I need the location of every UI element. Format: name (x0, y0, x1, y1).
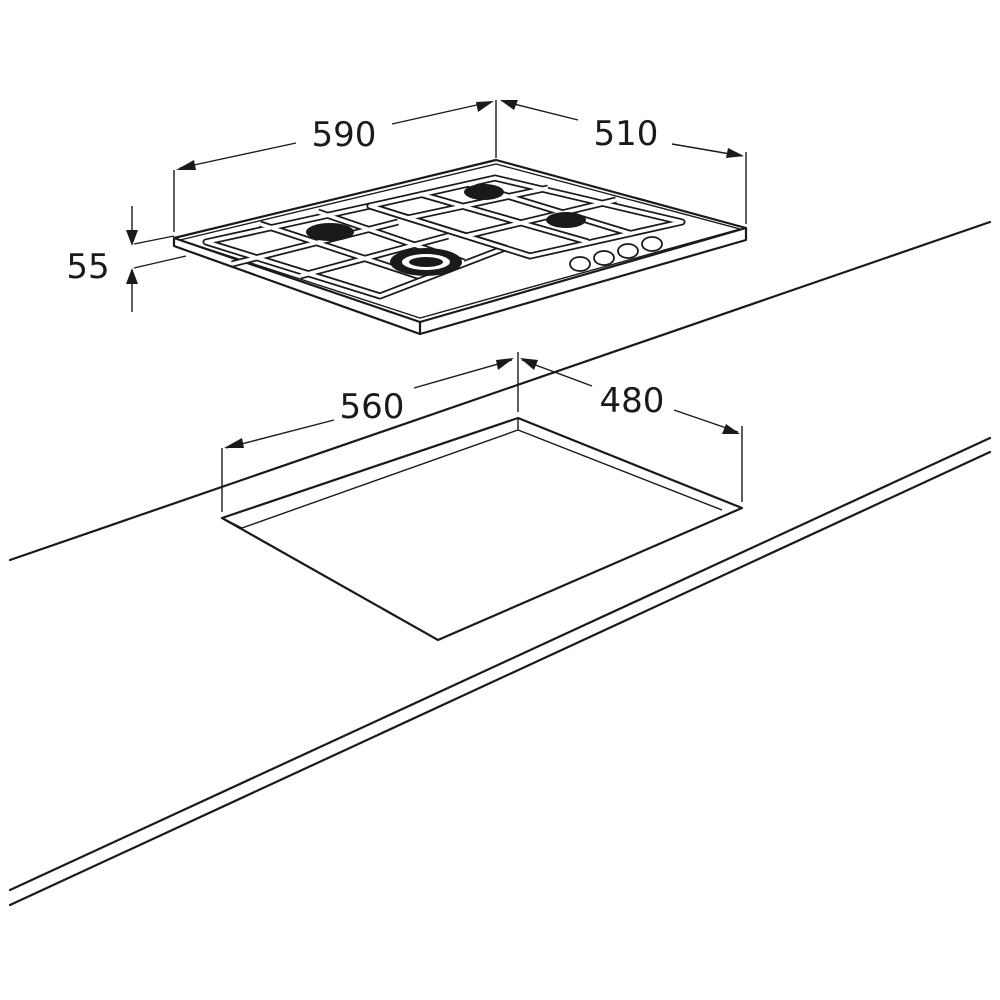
control-knob-4 (641, 236, 663, 252)
gas-hob (172, 158, 748, 336)
hob-width-label: 590 (312, 115, 377, 155)
burner-wok (390, 248, 462, 276)
dimension-hob-depth: 510 (500, 100, 747, 224)
cutout-inner-wall (221, 429, 723, 529)
worktop-front-edge (8, 436, 992, 892)
dimension-hob-width: 590 (173, 100, 497, 232)
hob-bevel (177, 163, 743, 319)
hob-front-side (172, 236, 422, 336)
worktop (8, 220, 992, 907)
burner-rear-left (306, 223, 354, 241)
hob-right-side (418, 226, 748, 336)
dimension-cutout-width: 560 (221, 352, 519, 512)
dimension-cutout-depth: 480 (520, 358, 743, 502)
worktop-front-lower-edge (8, 450, 992, 907)
control-knob-2 (593, 250, 615, 266)
cutout-width-label: 560 (340, 387, 405, 427)
pan-support-right (366, 174, 686, 260)
control-knob-3 (617, 243, 639, 259)
cutout-depth-label: 480 (600, 381, 665, 421)
hob-depth-label: 510 (594, 114, 659, 154)
burner-rear-right (464, 184, 504, 200)
control-knob-1 (569, 256, 591, 272)
cutout (220, 416, 744, 642)
worktop-back-edge (8, 220, 992, 562)
burner-front-right (546, 212, 586, 228)
dimension-hob-height: 55 (66, 206, 187, 312)
cutout-outline (220, 416, 744, 642)
hob-height-label: 55 (66, 247, 109, 287)
